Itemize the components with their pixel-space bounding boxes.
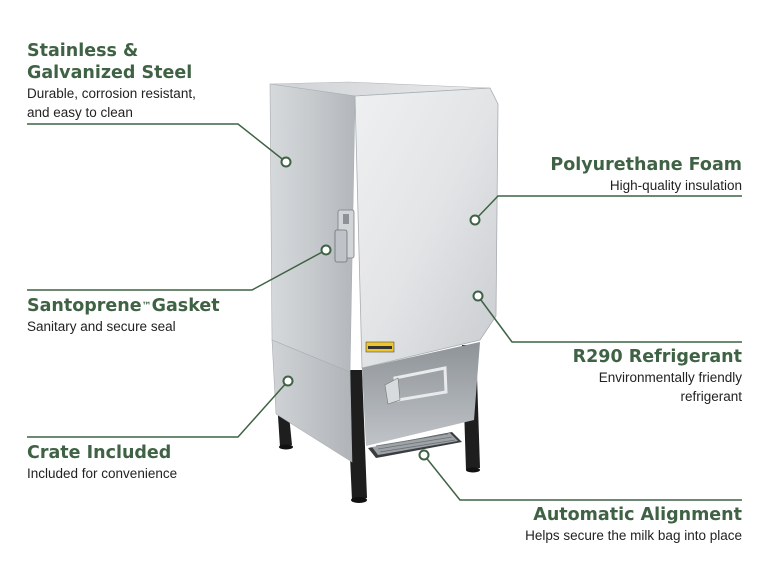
alignment-title: Automatic Alignment (533, 505, 742, 525)
steel-desc-line2: and easy to clean (27, 105, 133, 120)
door-latch (334, 209, 355, 263)
alignment-desc: Helps secure the milk bag into place (525, 528, 742, 543)
steel-desc-line1: Durable, corrosion resistant, (27, 86, 196, 101)
refrigerant-desc-line1: Environmentally friendly (598, 370, 742, 385)
refrigerant-title: R290 Refrigerant (572, 347, 742, 367)
refrigerant-desc-line2: refrigerant (680, 389, 742, 404)
drip-tray (368, 432, 462, 458)
cabinet-base (271, 339, 353, 463)
callout-foam: Polyurethane Foam High-quality insulatio… (550, 154, 742, 195)
trademark-symbol: ™ (141, 301, 152, 312)
callout-gasket: Santoprene™Gasket Sanitary and secure se… (27, 295, 220, 336)
crate-title: Crate Included (27, 443, 172, 463)
callout-steel: Stainless & Galvanized Steel Durable, co… (27, 40, 196, 122)
dispenser-cavity (362, 342, 480, 446)
foam-desc: High-quality insulation (609, 178, 742, 193)
foam-title: Polyurethane Foam (550, 155, 742, 175)
callout-crate: Crate Included Included for convenience (27, 442, 177, 483)
gasket-title-rest: Gasket (151, 296, 220, 316)
callout-dots (280, 156, 484, 461)
brand-badge (365, 341, 395, 353)
callout-refrigerant: R290 Refrigerant Environmentally friendl… (573, 346, 742, 406)
gasket-desc: Sanitary and secure seal (27, 319, 176, 334)
steel-title-line1: Stainless & (27, 41, 139, 61)
callout-alignment: Automatic Alignment Helps secure the mil… (525, 504, 742, 545)
crate-desc: Included for convenience (27, 466, 178, 481)
gasket-title-main: Santoprene (27, 296, 142, 316)
gasket-title: Santoprene™Gasket (27, 295, 220, 317)
steel-title-line2: Galvanized Steel (27, 63, 193, 83)
cabinet-door (354, 87, 499, 369)
leader-lines (27, 123, 742, 501)
